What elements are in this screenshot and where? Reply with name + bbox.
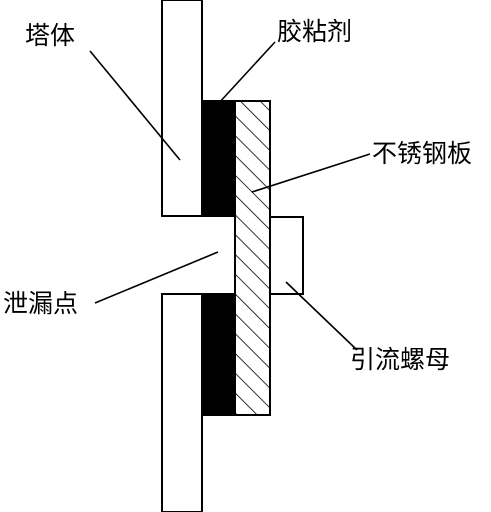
tower-wall-upper	[161, 0, 203, 217]
adhesive-upper	[201, 100, 236, 217]
label-adhesive: 胶粘剂	[277, 17, 352, 46]
leader-adhesive	[217, 41, 276, 105]
label-steel-plate: 不锈钢板	[372, 139, 472, 168]
drain-nut	[269, 216, 304, 295]
leader-tower	[89, 50, 181, 161]
label-tower: 塔体	[25, 21, 75, 50]
tower-wall-lower	[161, 293, 203, 512]
leader-steel-plate	[251, 153, 371, 193]
leader-drain-nut	[285, 281, 358, 351]
adhesive-lower	[201, 293, 236, 416]
stainless-steel-plate	[234, 100, 271, 416]
label-drain-nut: 引流螺母	[350, 345, 450, 374]
leader-leak-point	[94, 251, 219, 304]
label-leak-point: 泄漏点	[3, 289, 78, 318]
